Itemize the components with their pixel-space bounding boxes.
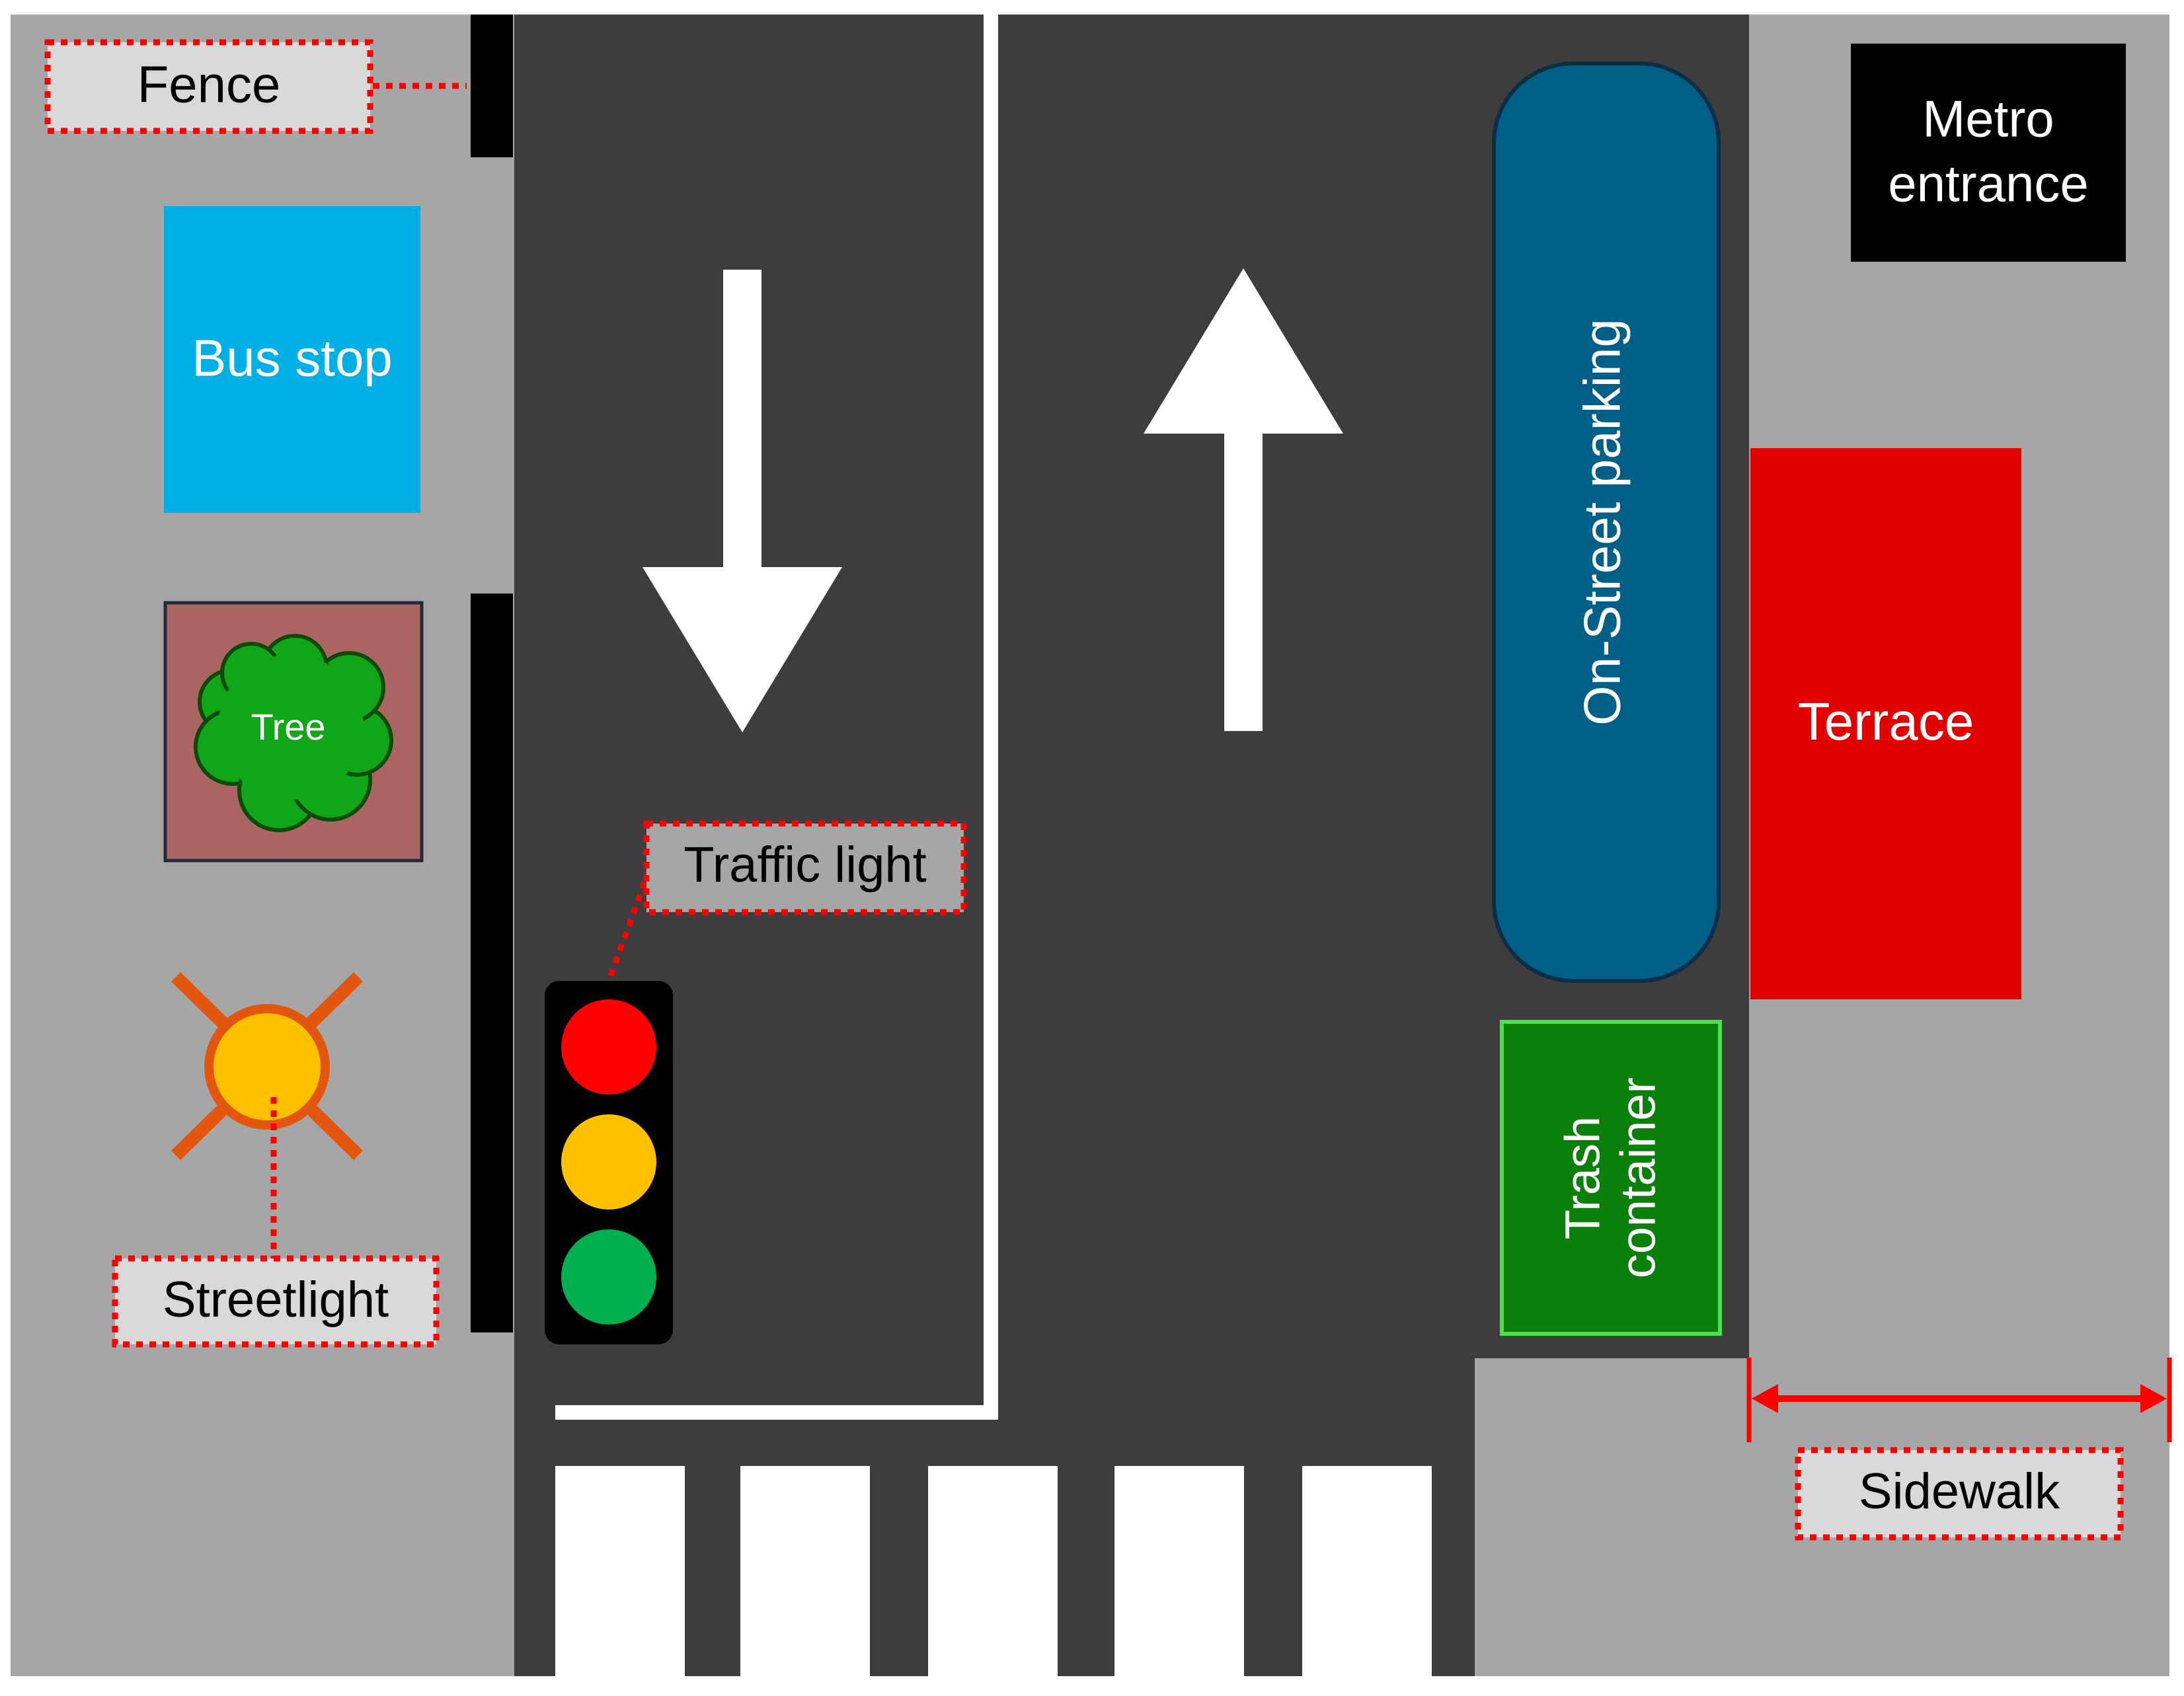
traffic-light-red <box>561 999 656 1095</box>
right-sidewalk-corner <box>1475 1358 1752 1676</box>
sidewalk-callout: Sidewalk <box>1795 1447 2124 1541</box>
crosswalk-stripe <box>740 1466 870 1676</box>
up-arrow-icon <box>1144 268 1343 731</box>
bus-stop-label: Bus stop <box>192 329 393 387</box>
fence-segment-long <box>471 594 513 1332</box>
crosswalk-stripe <box>1114 1466 1244 1676</box>
trash-container-label-line2: container <box>1611 1077 1666 1278</box>
terrace-label: Terrace <box>1798 692 1974 751</box>
on-street-parking <box>1492 61 1721 983</box>
traffic-light-callout: Traffic light <box>643 820 967 915</box>
crosswalk-stripe <box>1302 1466 1432 1676</box>
fence-callout: Fence <box>44 39 373 134</box>
crosswalk-stripe <box>928 1466 1058 1676</box>
crosswalk-stripe <box>555 1466 685 1676</box>
trash-container <box>1500 1020 1722 1336</box>
on-street-parking-label: On-Street parking <box>1573 319 1631 726</box>
dimension-arrow-icon <box>1746 1358 2172 1442</box>
traffic-light-icon <box>545 981 673 1344</box>
tree-icon <box>194 634 393 832</box>
crosswalk <box>555 1466 1432 1676</box>
down-arrow-icon <box>643 270 842 732</box>
streetlight-icon <box>171 972 363 1161</box>
center-lane-line <box>984 15 998 1420</box>
sidewalk-label: Sidewalk <box>1859 1463 2060 1520</box>
bus-stop <box>164 206 420 513</box>
metro-entrance-label-line2: entrance <box>1888 155 2089 213</box>
tree-label: Tree <box>251 706 325 748</box>
traffic-light-green <box>561 1229 656 1325</box>
trash-container-text: Trash container <box>1555 1077 1666 1278</box>
metro-entrance <box>1851 44 2126 262</box>
fence-segment-top <box>471 15 513 157</box>
traffic-light-amber <box>561 1114 656 1210</box>
terrace <box>1750 448 2021 999</box>
streetlight-callout: Streetlight <box>112 1255 440 1348</box>
metro-entrance-label-line1: Metro <box>1922 90 2054 148</box>
streetlight-label: Streetlight <box>163 1272 389 1328</box>
fence-label: Fence <box>137 56 281 114</box>
traffic-light-leader <box>607 868 652 977</box>
stop-line <box>555 1405 998 1420</box>
traffic-light-label: Traffic light <box>683 837 926 893</box>
trash-container-label-line1: Trash <box>1555 1116 1610 1239</box>
